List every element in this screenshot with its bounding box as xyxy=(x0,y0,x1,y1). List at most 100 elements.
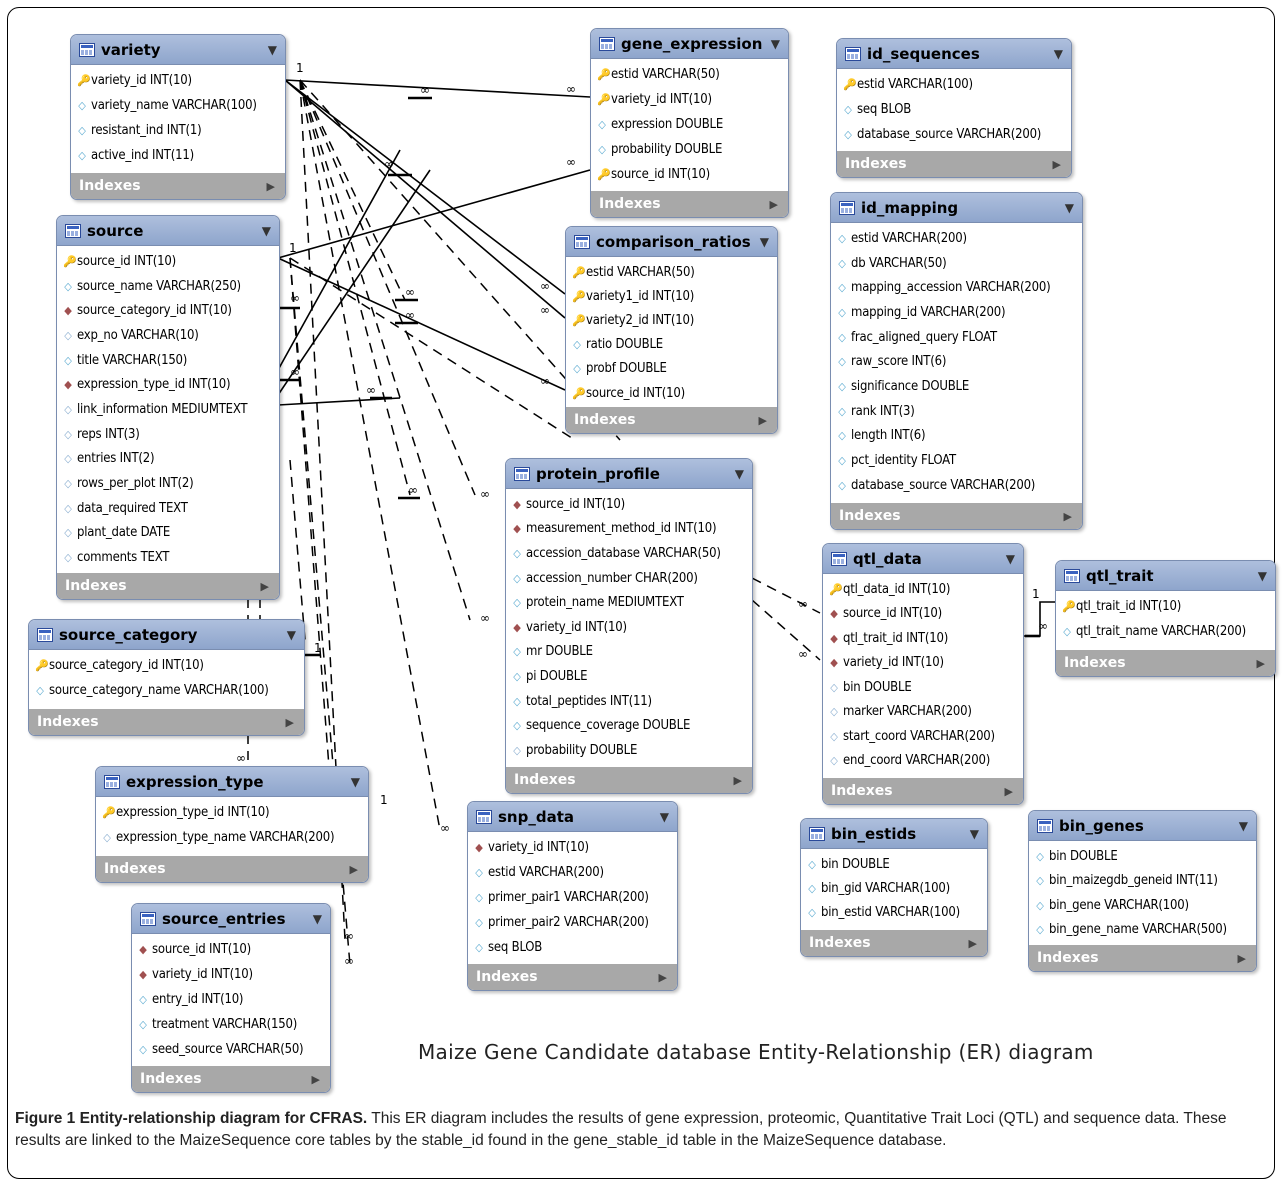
indexes-bar[interactable]: Indexes▶ xyxy=(566,407,777,433)
indexes-label: Indexes xyxy=(839,508,901,524)
collapse-arrow-icon[interactable]: ▼ xyxy=(312,911,322,926)
expand-arrow-icon: ▶ xyxy=(285,715,294,729)
collapse-arrow-icon[interactable]: ▼ xyxy=(969,826,979,841)
table-icon xyxy=(1064,568,1080,583)
table-name: protein_profile xyxy=(536,464,660,483)
column-row: ◇bin DOUBLE xyxy=(829,675,1023,700)
indexes-bar[interactable]: Indexes▶ xyxy=(1029,945,1256,971)
column-row: ◇data_required TEXT xyxy=(63,496,279,521)
collapse-arrow-icon[interactable]: ▼ xyxy=(261,223,271,238)
field-icon: ◇ xyxy=(838,231,846,245)
column-text: bin DOUBLE xyxy=(821,856,890,872)
field-icon: ◇ xyxy=(139,1018,147,1031)
table-header: protein_profile ▼ xyxy=(506,459,752,489)
column-text: comments TEXT xyxy=(77,550,170,566)
card-many: ∞ xyxy=(566,155,576,169)
column-text: estid VARCHAR(200) xyxy=(488,865,604,880)
table-expression-type: expression_type ▼ 🔑expression_type_id IN… xyxy=(95,766,369,883)
column-text: probf DOUBLE xyxy=(586,361,667,377)
indexes-bar[interactable]: Indexes▶ xyxy=(57,573,279,599)
indexes-bar[interactable]: Indexes▶ xyxy=(831,503,1082,529)
column-row: ◆variety_id INT(10) xyxy=(474,835,677,860)
foreign-key-icon: ◆ xyxy=(830,607,838,621)
column-row: ◇bin_gid VARCHAR(100) xyxy=(807,876,987,900)
indexes-bar[interactable]: Indexes▶ xyxy=(468,964,677,990)
collapse-arrow-icon[interactable]: ▼ xyxy=(1005,551,1015,566)
column-text: seq BLOB xyxy=(488,940,543,955)
indexes-bar[interactable]: Indexes▶ xyxy=(1056,650,1275,676)
field-icon: ◇ xyxy=(139,993,147,1006)
table-name: bin_estids xyxy=(831,824,917,843)
indexes-bar[interactable]: Indexes▶ xyxy=(132,1066,330,1092)
figure-caption: Figure 1 Entity-relationship diagram for… xyxy=(15,1108,1270,1152)
indexes-bar[interactable]: Indexes▶ xyxy=(801,930,987,956)
collapse-arrow-icon[interactable]: ▼ xyxy=(350,774,360,789)
card-many: ∞ xyxy=(1038,619,1048,633)
column-row: ◇start_coord VARCHAR(200) xyxy=(829,724,1023,749)
nullable-field-icon: ◇ xyxy=(64,427,72,441)
column-row: ◇estid VARCHAR(200) xyxy=(474,860,677,885)
table-snp-data: snp_data ▼ ◆variety_id INT(10) ◇estid VA… xyxy=(467,801,678,991)
rel-line xyxy=(289,257,331,781)
indexes-bar[interactable]: Indexes▶ xyxy=(96,856,368,882)
column-row: ◇mapping_accession VARCHAR(200) xyxy=(837,275,1082,300)
table-icon xyxy=(37,627,53,642)
table-icon xyxy=(1037,818,1053,833)
column-text: start_coord VARCHAR(200) xyxy=(843,728,995,744)
nullable-field-icon: ◇ xyxy=(64,452,72,466)
foreign-key-icon: ◆ xyxy=(830,656,838,670)
table-icon xyxy=(514,466,530,481)
card-many: ∞ xyxy=(405,285,415,299)
column-row: 🔑source_id INT(10) xyxy=(572,381,777,405)
rel-line xyxy=(284,79,566,319)
column-row: 🔑variety2_id INT(10) xyxy=(572,308,777,332)
indexes-label: Indexes xyxy=(37,714,99,730)
column-text: link_information MEDIUMTEXT xyxy=(77,401,248,417)
indexes-label: Indexes xyxy=(140,1071,202,1087)
collapse-arrow-icon[interactable]: ▼ xyxy=(286,627,296,642)
column-row: ◇seq BLOB xyxy=(843,97,1071,122)
column-row: 🔑qtl_trait_id INT(10) xyxy=(1062,594,1275,619)
field-icon: ◇ xyxy=(1036,849,1044,863)
collapse-arrow-icon[interactable]: ▼ xyxy=(770,36,780,51)
card-many: ∞ xyxy=(540,279,550,293)
field-icon: ◇ xyxy=(1036,898,1044,912)
indexes-bar[interactable]: Indexes▶ xyxy=(823,778,1023,804)
collapse-arrow-icon[interactable]: ▼ xyxy=(1257,568,1267,583)
collapse-arrow-icon[interactable]: ▼ xyxy=(759,234,769,249)
field-icon: ◇ xyxy=(838,330,846,344)
field-icon: ◇ xyxy=(475,916,483,929)
collapse-arrow-icon[interactable]: ▼ xyxy=(1053,46,1063,61)
column-text: bin DOUBLE xyxy=(843,679,912,695)
field-icon: ◇ xyxy=(844,103,852,116)
column-text: bin_gene_name VARCHAR(500) xyxy=(1049,922,1227,938)
table-icon xyxy=(65,223,81,238)
column-row: ◇probability DOUBLE xyxy=(597,137,788,162)
rel-line xyxy=(299,79,406,301)
indexes-bar[interactable]: Indexes▶ xyxy=(591,191,788,217)
collapse-arrow-icon[interactable]: ▼ xyxy=(1064,200,1074,215)
column-row: ◇primer_pair2 VARCHAR(200) xyxy=(474,910,677,935)
field-icon: ◇ xyxy=(513,546,521,560)
primary-key-icon: 🔑 xyxy=(597,93,611,106)
field-icon: ◇ xyxy=(513,571,521,585)
column-text: total_peptides INT(11) xyxy=(526,693,652,709)
indexes-bar[interactable]: Indexes▶ xyxy=(837,151,1071,177)
indexes-bar[interactable]: Indexes▶ xyxy=(71,173,285,199)
indexes-label: Indexes xyxy=(845,156,907,172)
field-icon: ◇ xyxy=(139,1043,147,1056)
field-icon: ◇ xyxy=(78,99,86,112)
collapse-arrow-icon[interactable]: ▼ xyxy=(659,809,669,824)
indexes-bar[interactable]: Indexes ▶ xyxy=(29,709,304,735)
collapse-arrow-icon[interactable]: ▼ xyxy=(1238,818,1248,833)
table-icon xyxy=(845,46,861,61)
column-text: estid VARCHAR(50) xyxy=(611,67,720,82)
indexes-bar[interactable]: Indexes▶ xyxy=(506,767,752,793)
collapse-arrow-icon[interactable]: ▼ xyxy=(734,466,744,481)
collapse-arrow-icon[interactable]: ▼ xyxy=(267,42,277,57)
column-text: source_id INT(10) xyxy=(586,385,685,401)
column-row: ◆variety_id INT(10) xyxy=(138,962,330,987)
table-header: id_mapping ▼ xyxy=(831,193,1082,223)
nullable-field-icon: ◇ xyxy=(64,551,72,565)
foreign-key-icon: ◆ xyxy=(139,943,147,956)
